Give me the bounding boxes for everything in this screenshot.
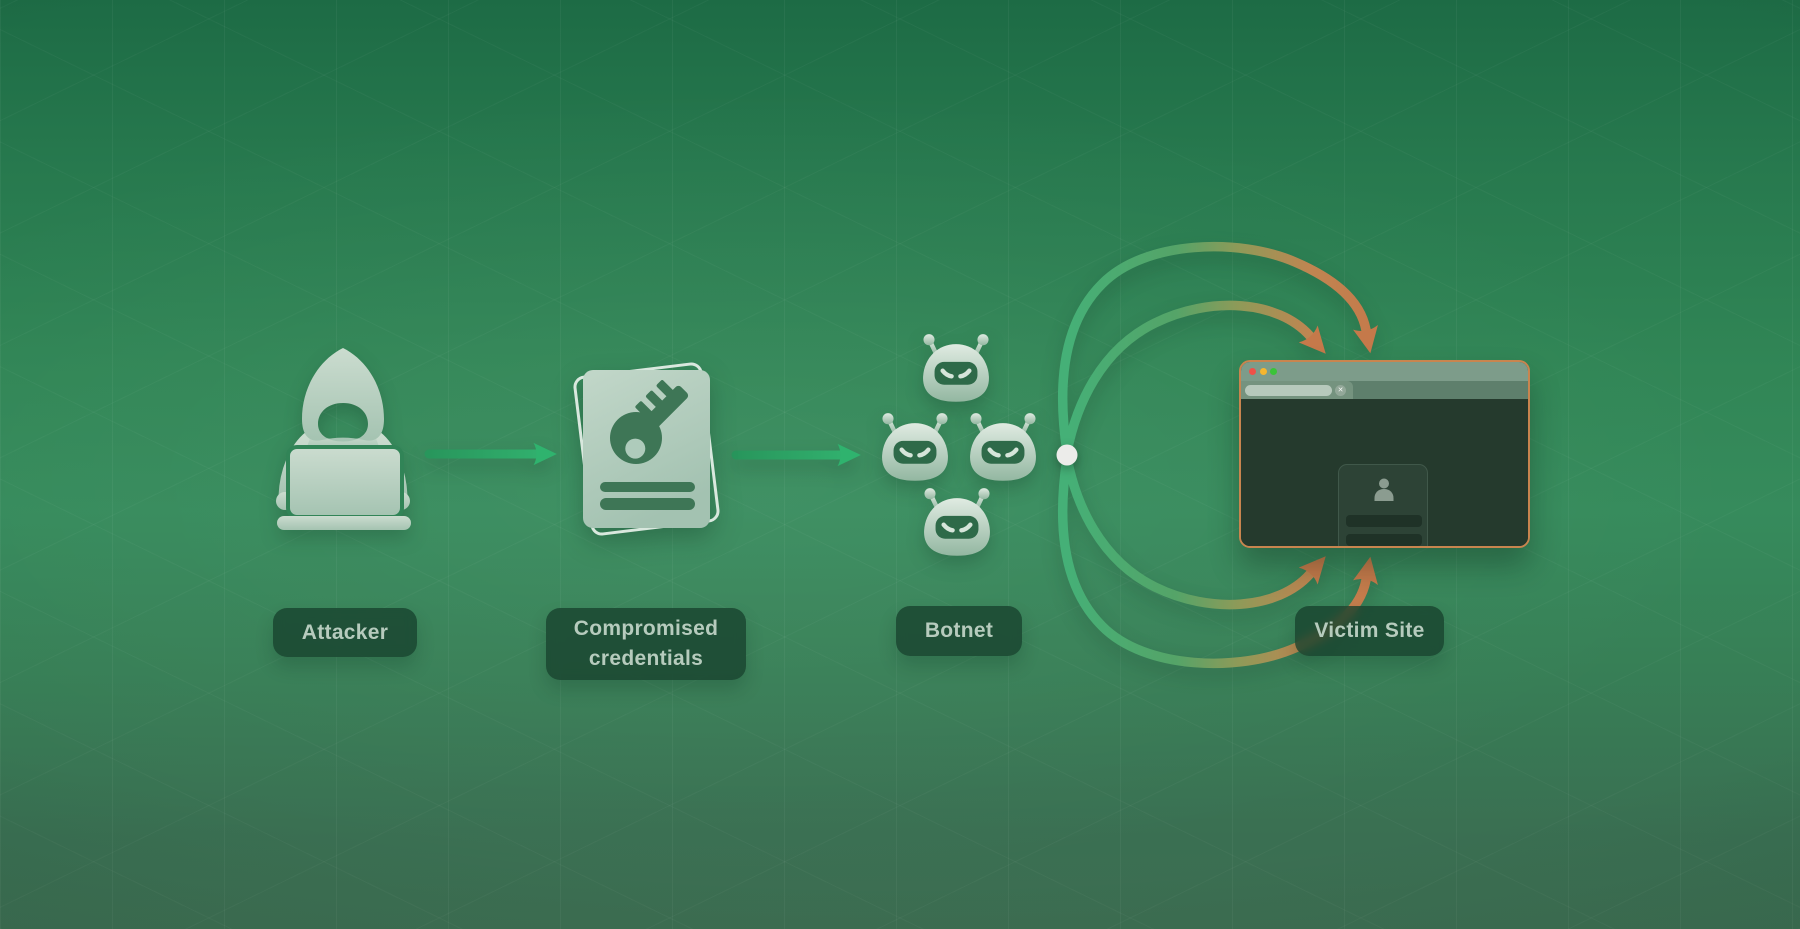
browser-tabstrip: ✕ [1241,381,1528,399]
credentials-label-line1: Compromised [573,617,719,640]
botnet-label-text: Botnet [924,619,994,642]
botnet-robot-icon-left [878,412,952,483]
browser-content [1241,399,1528,546]
credentials-key-card-icon [573,362,720,536]
botnet-robot-icon-top [919,333,993,404]
user-avatar-icon [1374,478,1394,501]
traffic-light-red-icon [1249,368,1256,375]
browser-tab: ✕ [1241,381,1353,399]
victim-site-label-text: Victim Site [1314,619,1425,642]
victim-browser-window: ✕ [1239,360,1530,548]
botnet-to-victim-arrow-top-inner [1062,300,1326,457]
botnet-robot-icon-right [966,412,1040,483]
traffic-light-green-icon [1270,368,1277,375]
attacker-label-text: Attacker [301,620,389,644]
login-field-username [1346,515,1422,527]
victim-site-label: Victim Site [1295,606,1444,656]
credentials-label: Compromised credentials [546,608,746,680]
botnet-robot-icon-bottom [920,487,994,558]
botnet-to-victim-arrow-top-outer [1057,241,1378,457]
traffic-light-yellow-icon [1259,368,1267,375]
attacker-label: Attacker [273,608,417,657]
close-glyph: ✕ [1337,386,1344,394]
browser-titlebar [1241,362,1528,381]
login-field-password [1346,534,1422,546]
login-card [1338,464,1428,546]
key-icon [610,380,689,464]
credentials-label-line2: credentials [588,647,704,670]
botnet-aggregation-dot [1056,444,1078,466]
botnet-label: Botnet [896,606,1022,656]
url-bar [1245,384,1332,396]
botnet-to-victim-arrow-bottom-inner [1062,453,1326,610]
tab-close-icon: ✕ [1335,384,1346,396]
attacker-hacker-icon [276,348,411,530]
